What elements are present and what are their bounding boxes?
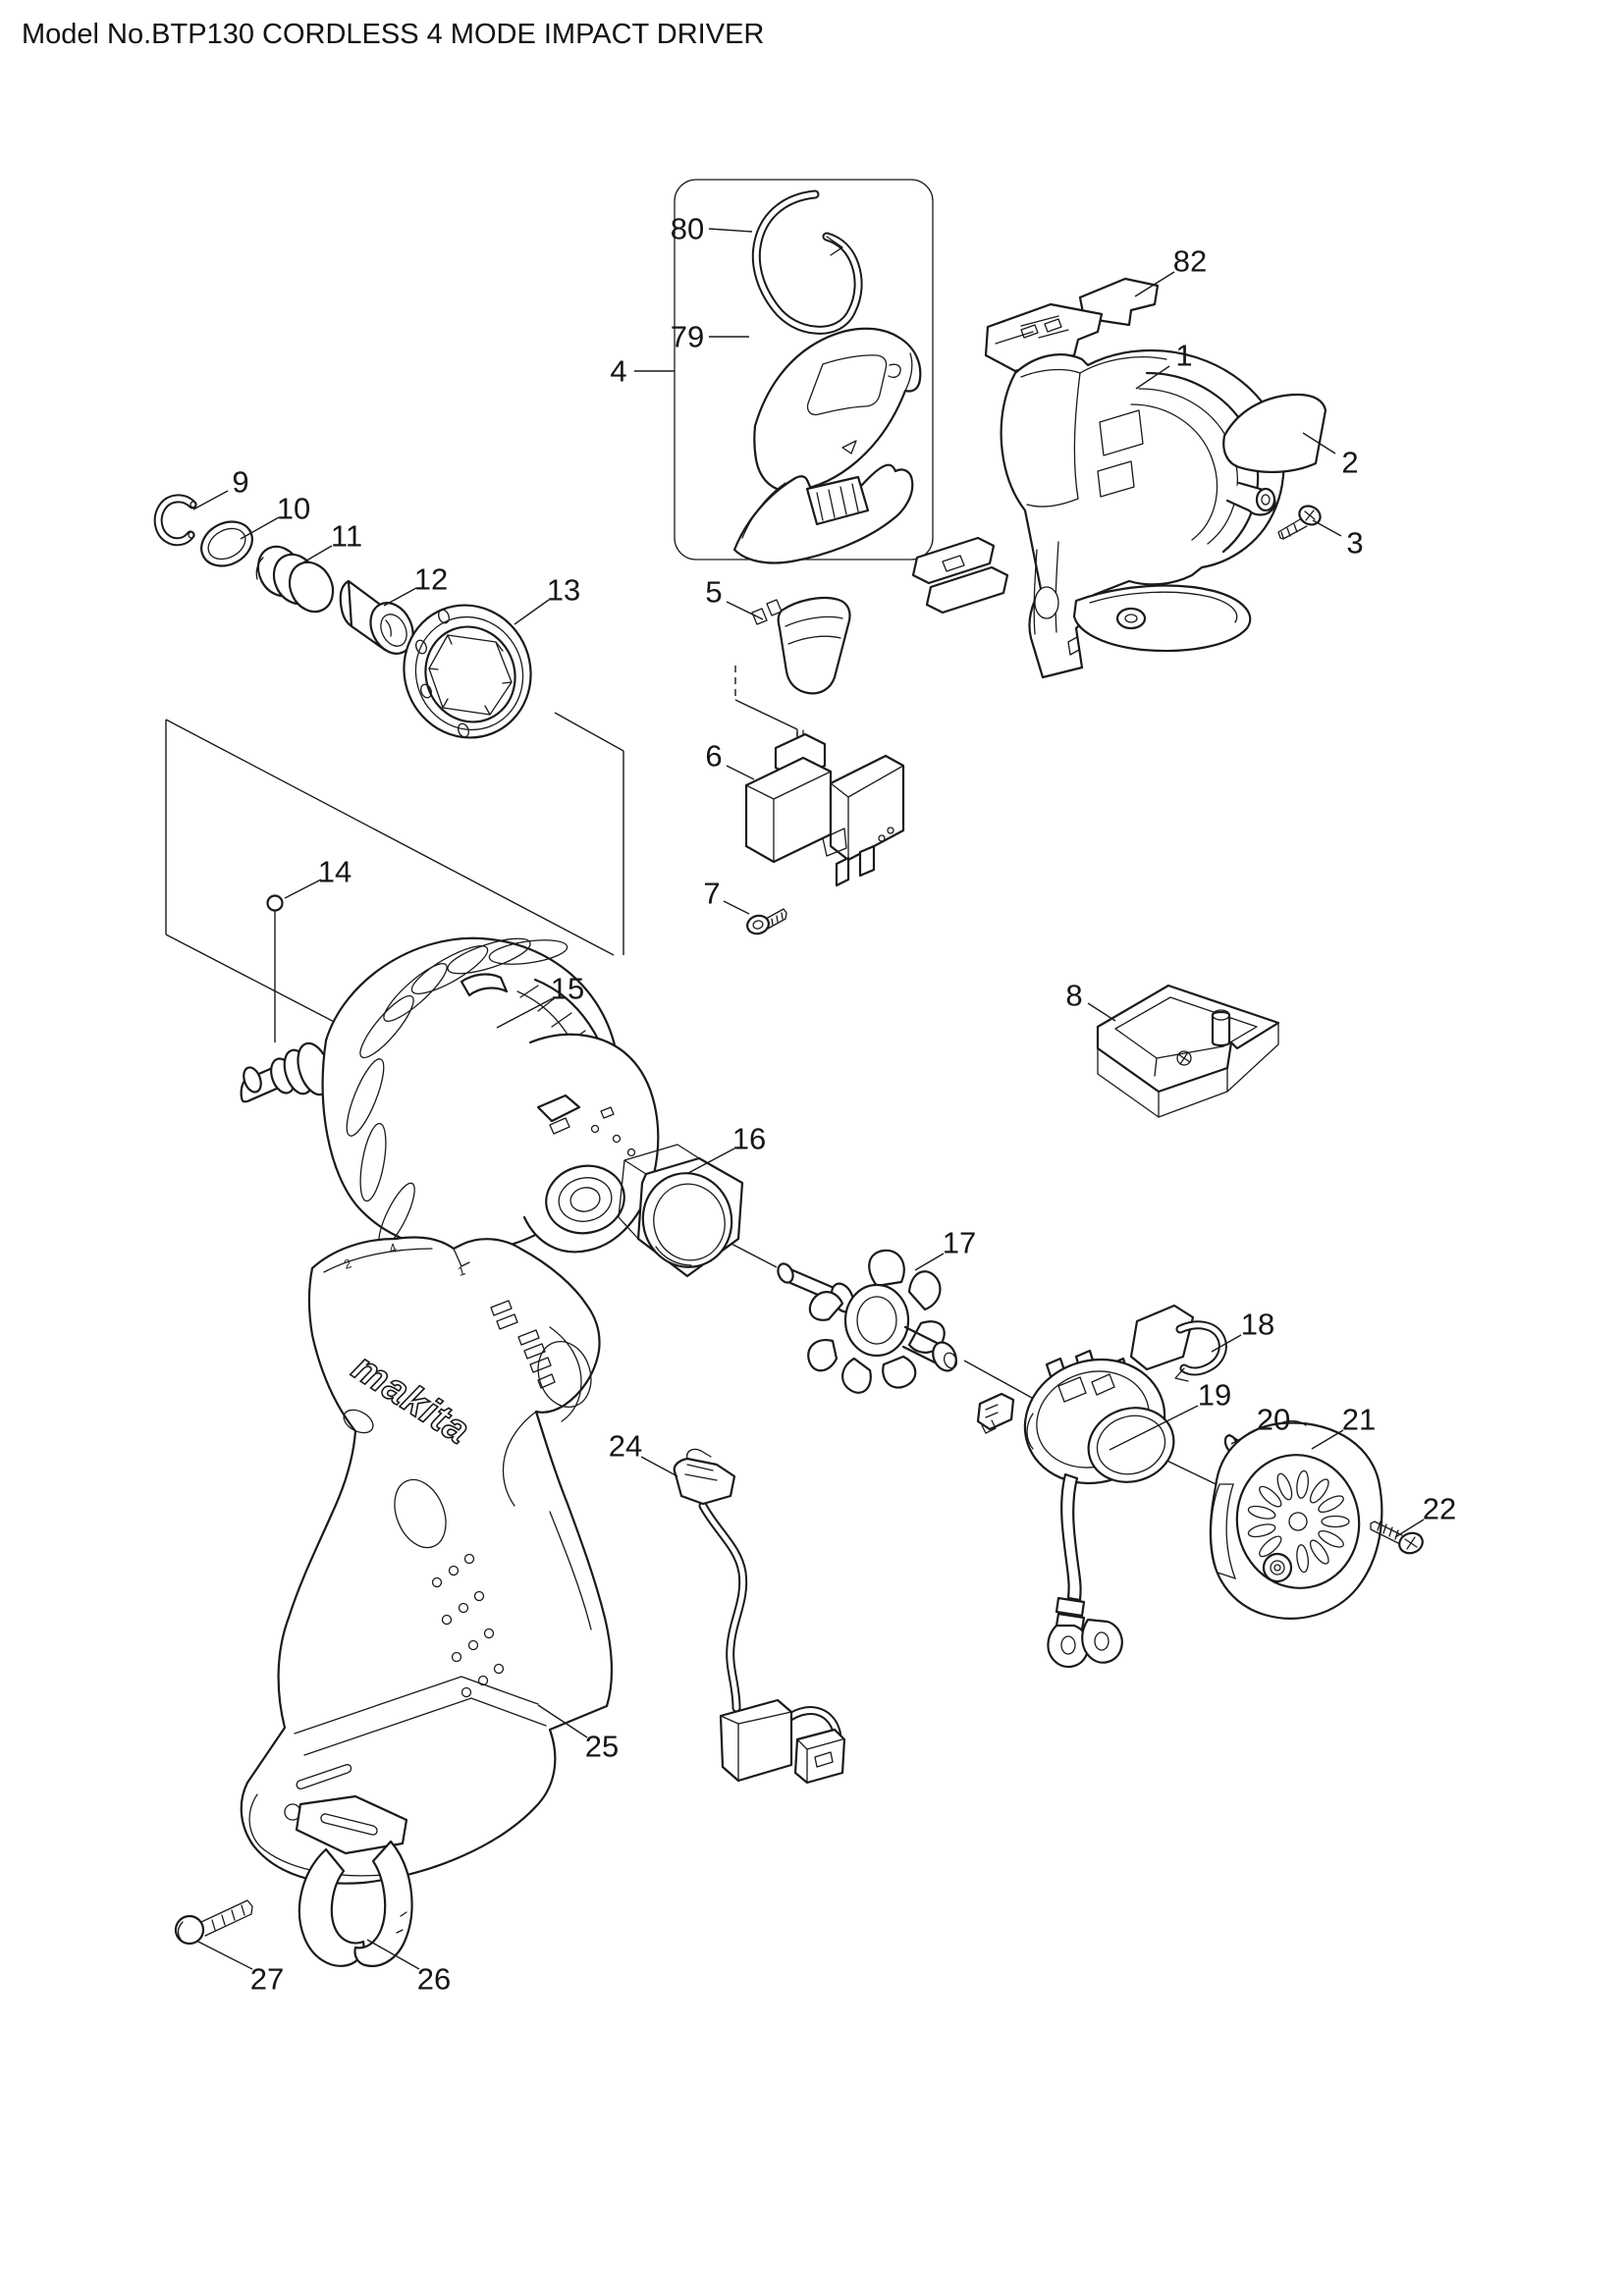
part-79-case-cover xyxy=(753,327,922,493)
leader-line-8 xyxy=(1087,1002,1116,1022)
part-bumper-lower xyxy=(732,440,914,564)
leader-line-21 xyxy=(1311,1429,1344,1450)
page-title: Model No.BTP130 CORDLESS 4 MODE IMPACT D… xyxy=(22,19,764,50)
part-19-brush-holder xyxy=(1023,1349,1175,1669)
part-15-gear-assembly xyxy=(240,936,660,1254)
part-17-armature xyxy=(777,1249,1015,1434)
leader-line-13 xyxy=(514,599,550,625)
leader-line-10 xyxy=(240,516,280,540)
part-22-screw xyxy=(1370,1521,1424,1555)
housing-marks: 2 4 1 xyxy=(342,1240,467,1279)
part-7-screw xyxy=(746,908,787,935)
leader-line-14 xyxy=(284,879,322,899)
leader-line-11 xyxy=(296,545,333,567)
leader-line-26 xyxy=(366,1939,420,1970)
part-label-1: 1 xyxy=(1175,339,1192,373)
part-10-o-ring xyxy=(200,520,253,567)
part-label-7: 7 xyxy=(703,877,720,911)
part-label-14: 14 xyxy=(318,855,352,889)
part-label-27: 27 xyxy=(250,1962,284,1997)
part-label-19: 19 xyxy=(1198,1378,1231,1413)
part-label-21: 21 xyxy=(1342,1403,1376,1437)
part-24-wire-harness xyxy=(673,1448,846,1785)
axis-17-19 xyxy=(963,1360,1033,1399)
part-label-10: 10 xyxy=(277,492,310,526)
leader-line-20 xyxy=(1230,1428,1259,1445)
leader-line-1 xyxy=(1135,365,1170,390)
vent-slots xyxy=(1247,1469,1350,1574)
leader-line-16 xyxy=(687,1148,735,1174)
part-3-screw xyxy=(1277,505,1322,540)
part-label-5: 5 xyxy=(705,575,722,610)
part-9-retaining-ring xyxy=(153,494,197,547)
leader-line-82 xyxy=(1134,271,1175,297)
frame-topright xyxy=(554,712,624,752)
part-2-label-sticker xyxy=(1222,393,1327,474)
leader-line-12 xyxy=(383,587,417,607)
leader-line-6 xyxy=(726,765,755,780)
part-21-rear-cover xyxy=(1209,1419,1383,1620)
part-label-11: 11 xyxy=(331,519,362,554)
leader-line-27 xyxy=(195,1940,253,1970)
part-label-9: 9 xyxy=(232,465,248,500)
part-16-ring-nut xyxy=(618,1144,744,1278)
frame-top xyxy=(165,719,615,956)
leader-line-7 xyxy=(723,900,750,915)
frame-bottom-a xyxy=(165,934,345,1028)
part-6-switch xyxy=(744,729,905,887)
part-label-12: 12 xyxy=(414,562,448,597)
leader-line-15 xyxy=(496,997,554,1029)
housing-mark-2: 2 xyxy=(342,1255,353,1272)
part-label-82: 82 xyxy=(1173,244,1207,279)
part-80-wire-bumper xyxy=(751,189,863,335)
part-26-belt-hook xyxy=(295,1794,413,1967)
housing-mark-1: 1 xyxy=(456,1262,467,1279)
part-label-16: 16 xyxy=(732,1122,766,1156)
part-27-screw xyxy=(174,1899,253,1946)
leader-line-80 xyxy=(708,228,753,233)
leader-line-3 xyxy=(1312,519,1342,537)
part-label-3: 3 xyxy=(1346,526,1363,561)
part-25-handle-housing: makita xyxy=(240,1236,614,1885)
housing-mark-4: 4 xyxy=(387,1240,399,1256)
part-1-upper-housing xyxy=(911,302,1285,679)
guide-5-6 xyxy=(734,699,798,730)
part-label-6: 6 xyxy=(705,739,722,774)
leader-line-2 xyxy=(1302,432,1336,454)
leader-line-18 xyxy=(1211,1334,1242,1353)
part-11-spring xyxy=(255,545,335,614)
part-label-22: 22 xyxy=(1423,1492,1456,1526)
leader-line-19 xyxy=(1109,1405,1199,1451)
leader-line-9 xyxy=(192,490,229,510)
part-label-20: 20 xyxy=(1257,1403,1290,1437)
leader-line-17 xyxy=(914,1253,945,1271)
part-label-13: 13 xyxy=(547,573,580,608)
leader-line-5 xyxy=(726,601,764,620)
part-label-80: 80 xyxy=(671,212,704,246)
part-label-18: 18 xyxy=(1241,1308,1274,1342)
part-label-15: 15 xyxy=(551,972,584,1006)
part-label-2: 2 xyxy=(1341,446,1358,480)
part-12-sleeve xyxy=(339,579,414,655)
part-label-26: 26 xyxy=(417,1962,451,1997)
part-13-front-ring xyxy=(403,604,532,739)
part-label-4: 4 xyxy=(610,354,626,389)
part-label-8: 8 xyxy=(1065,979,1082,1013)
part-label-79: 79 xyxy=(671,320,704,354)
part-18-clip xyxy=(1129,1304,1227,1382)
leader-line-24 xyxy=(640,1456,678,1477)
part-label-25: 25 xyxy=(585,1730,619,1764)
leader-line-25 xyxy=(537,1704,588,1738)
part-5-trigger xyxy=(751,596,851,695)
leader-line-22 xyxy=(1394,1519,1425,1538)
part-8-terminal-tray xyxy=(1096,984,1280,1118)
part-14-steel-ball xyxy=(266,894,284,912)
part-label-17: 17 xyxy=(943,1226,976,1260)
part-label-24: 24 xyxy=(609,1429,642,1464)
